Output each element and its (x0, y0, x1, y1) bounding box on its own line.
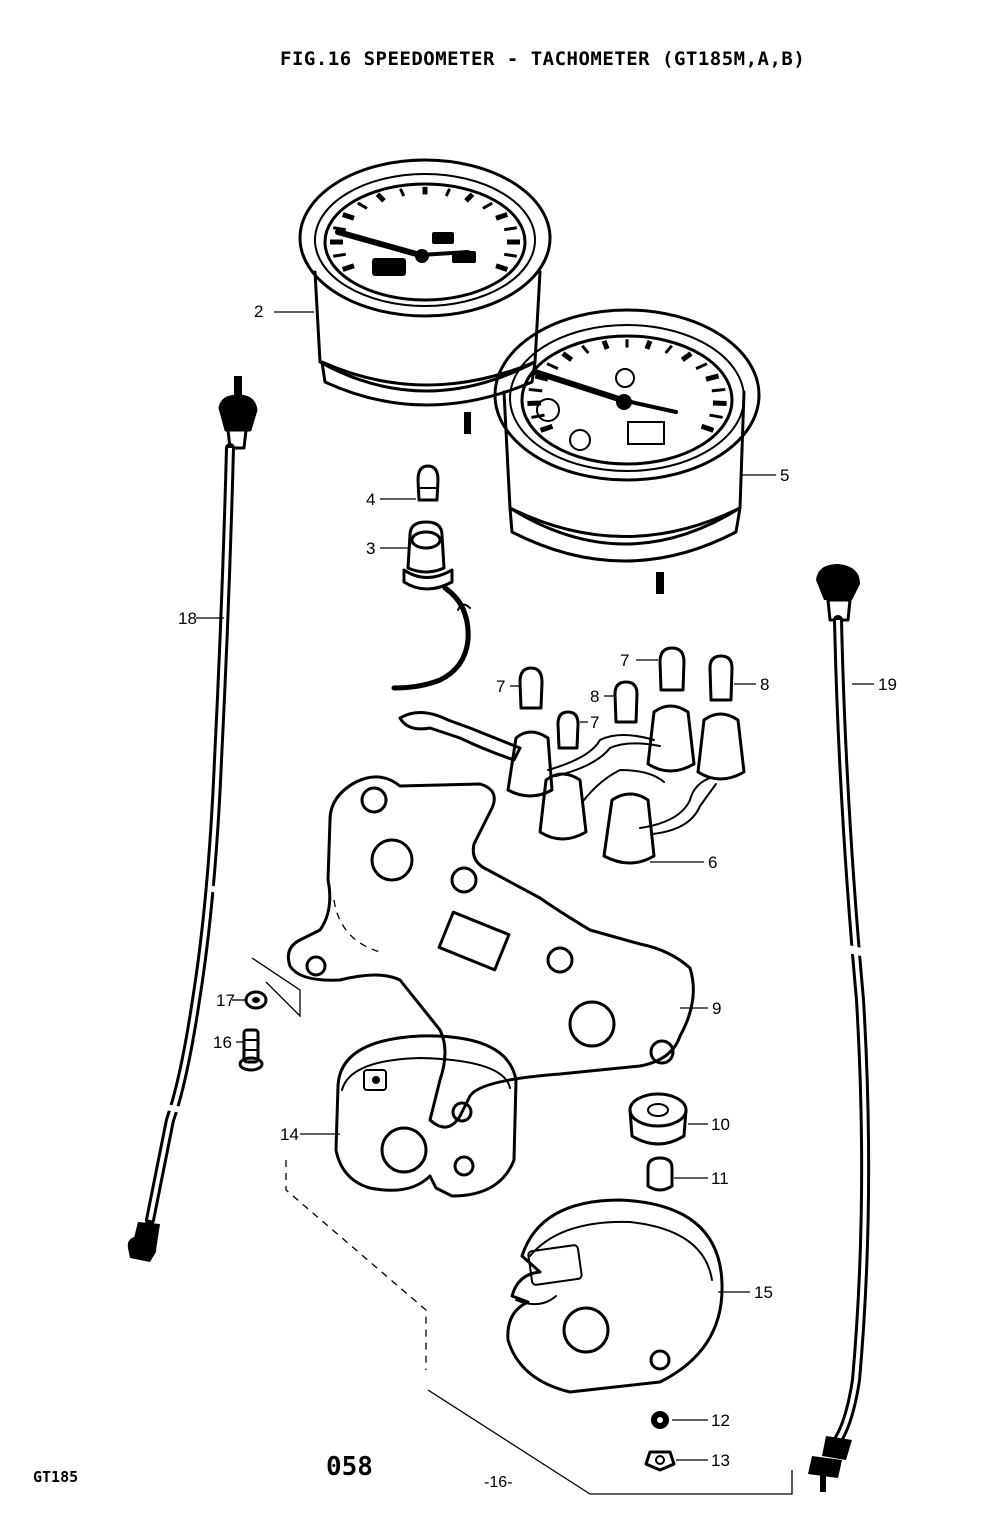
callout-17: 17 (216, 991, 235, 1010)
dial-tick (444, 188, 451, 197)
callout-15: 15 (754, 1283, 773, 1302)
dial-tick (581, 344, 590, 355)
tachometer (493, 308, 761, 594)
dial-tick (711, 387, 726, 393)
dial-tick (705, 373, 720, 382)
bolt-16 (238, 1028, 264, 1072)
grommet-10 (628, 1092, 688, 1146)
dial-tick (333, 226, 347, 232)
dial-tick (341, 212, 355, 221)
leader-lines (196, 311, 874, 1495)
dial-tick (539, 423, 554, 433)
dial-tick (357, 201, 368, 210)
nut-13 (644, 1450, 676, 1472)
dial-tick (546, 362, 559, 371)
callout-18: 18 (178, 609, 197, 628)
dial-tick (534, 373, 549, 382)
dial-tick (503, 226, 517, 232)
dial-tick (375, 192, 386, 203)
dial-tick (503, 252, 517, 258)
callout-2: 2 (254, 302, 264, 321)
footer-model: GT185 (33, 1468, 79, 1486)
footer-page-number: -16- (484, 1474, 513, 1491)
callout-14: 14 (280, 1125, 299, 1144)
footer-code: 058 (326, 1452, 373, 1482)
callout-8-right: 8 (760, 675, 770, 694)
dial-tick (495, 263, 509, 272)
dial-tick (709, 413, 723, 419)
callout-8-left: 8 (590, 687, 600, 706)
dial-tick (528, 387, 543, 393)
dial-tick (495, 212, 509, 221)
meter-case-15 (506, 1198, 724, 1394)
callout-13: 13 (711, 1451, 730, 1470)
indicator-bulbs (518, 646, 734, 750)
dial-tick (680, 351, 693, 362)
callout-5: 5 (780, 466, 790, 485)
dial-tick (482, 201, 493, 210)
washer-17 (244, 990, 268, 1010)
dial-tick (333, 252, 347, 258)
bulb-socket-3 (391, 520, 471, 691)
dial-tick (464, 192, 475, 203)
meter-case-14 (334, 1034, 518, 1198)
speedometer (298, 158, 552, 434)
callout-10: 10 (711, 1115, 730, 1134)
spacer-11 (646, 1156, 674, 1192)
callout-12: 12 (711, 1411, 730, 1430)
dial-tick (601, 339, 610, 350)
dial-tick (664, 344, 673, 355)
callout-7-middle: 7 (590, 713, 600, 732)
dial-tick (700, 423, 715, 433)
callout-19: 19 (878, 675, 897, 694)
dial-tick (561, 351, 574, 362)
callout-7-left: 7 (496, 677, 506, 696)
meter-bracket-9 (286, 775, 695, 1129)
callout-7-top: 7 (620, 651, 630, 670)
socket-harness-6 (398, 704, 746, 865)
callout-9: 9 (712, 999, 722, 1018)
callout-16: 16 (213, 1033, 232, 1052)
dial-tick (341, 263, 355, 272)
bolt-pointer-lines (251, 957, 301, 1018)
speedometer-cable-18 (127, 376, 258, 1262)
washer-12 (651, 1411, 669, 1429)
dial-tick (695, 362, 708, 371)
callout-4: 4 (366, 490, 376, 509)
callout-3: 3 (366, 539, 376, 558)
dial-tick (644, 339, 653, 350)
dial-tick (399, 188, 406, 197)
bulb-4 (416, 464, 440, 502)
figure-title: FIG.16 SPEEDOMETER - TACHOMETER (GT185M,… (280, 48, 806, 70)
callout-6: 6 (708, 853, 718, 872)
callout-11: 11 (711, 1169, 729, 1188)
tachometer-cable-19 (808, 564, 871, 1492)
